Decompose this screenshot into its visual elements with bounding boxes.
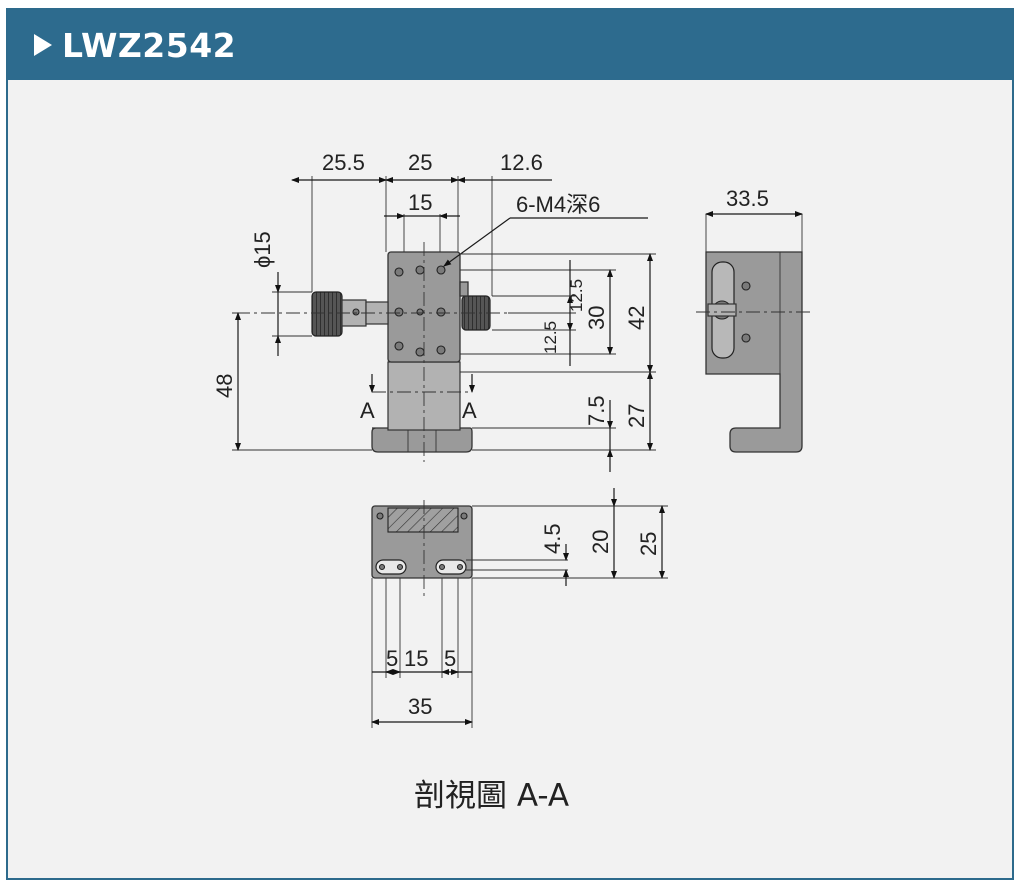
dim-25-section: 25 (636, 532, 661, 556)
side-view: 33.5 (696, 186, 812, 453)
dim-27: 27 (624, 404, 649, 428)
dim-12-5-upper: 12.5 (567, 279, 586, 312)
product-title: LWZ2542 (62, 25, 237, 65)
drawing-panel: LWZ2542 (6, 8, 1014, 880)
section-mark-left: A (360, 398, 375, 423)
mount-slot-right (435, 559, 467, 575)
dim-15: 15 (408, 190, 432, 215)
dim-25-5: 25.5 (322, 150, 365, 175)
dim-5-left: 5 (386, 646, 398, 671)
header-bar: LWZ2542 (8, 10, 1012, 80)
section-mark-right: A (462, 398, 477, 423)
front-dimensions: 25.5 25 12.6 15 6-M4深6 ϕ15 48 (212, 150, 656, 472)
dim-20: 20 (588, 530, 613, 554)
dim-25: 25 (408, 150, 432, 175)
section-view (371, 500, 473, 598)
thread-note: 6-M4深6 (516, 192, 600, 217)
front-base-flange (371, 427, 473, 453)
tapped-holes (394, 265, 446, 357)
mount-slot-left (375, 559, 407, 575)
dim-12-5-lower: 12.5 (541, 321, 560, 354)
dim-diameter-15: ϕ15 (250, 231, 275, 268)
dim-33-5: 33.5 (726, 186, 769, 211)
front-view: A A (236, 242, 548, 462)
section-caption: 剖視圖 A-A (414, 778, 569, 814)
dim-12-6: 12.6 (500, 150, 543, 175)
dim-30: 30 (584, 306, 609, 330)
dim-42: 42 (624, 306, 649, 330)
section-hatch (387, 507, 459, 533)
dim-48: 48 (212, 374, 237, 398)
dim-15-section: 15 (404, 646, 428, 671)
dim-5-right: 5 (444, 646, 456, 671)
dim-7-5: 7.5 (584, 395, 609, 426)
micrometer-thimble (311, 291, 343, 337)
dim-4-5: 4.5 (540, 523, 565, 554)
play-arrow-icon (34, 34, 52, 56)
dim-35: 35 (408, 694, 432, 719)
section-dimensions: 4.5 20 25 5 15 5 35 (371, 488, 668, 728)
